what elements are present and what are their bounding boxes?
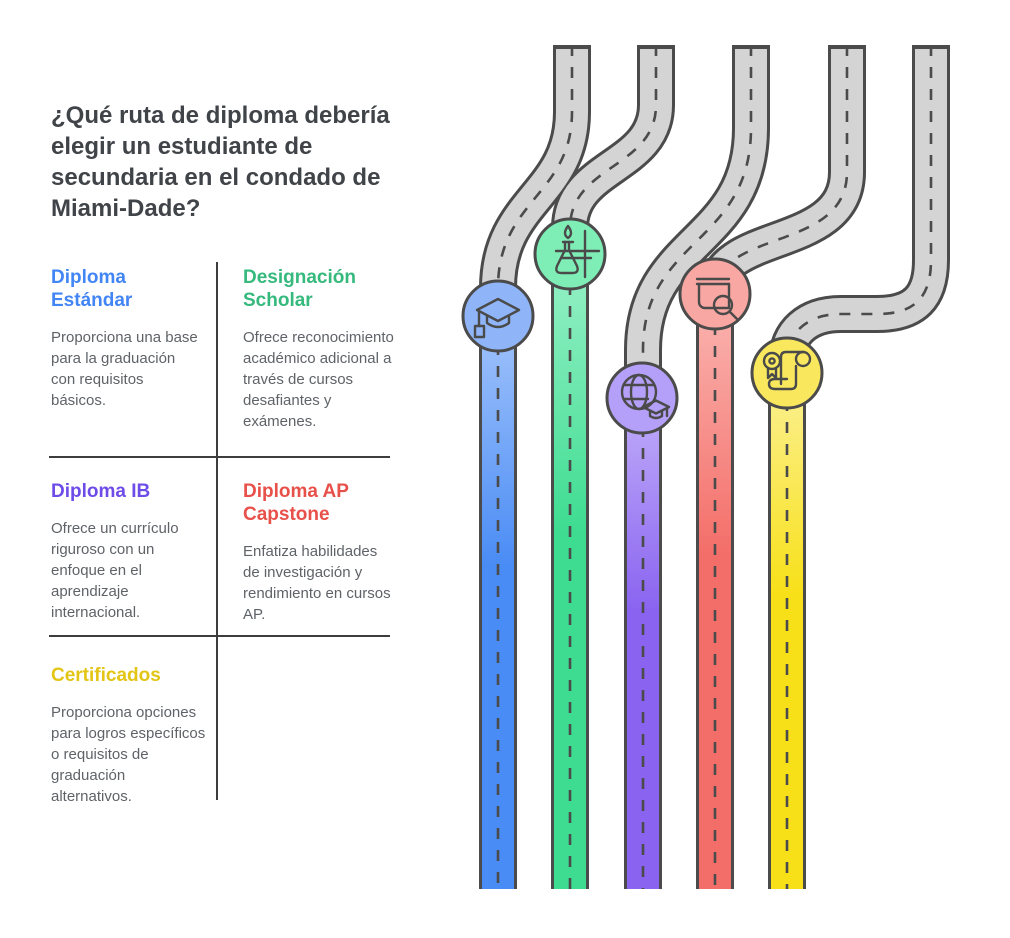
section-heading: Diploma AP Capstone bbox=[243, 481, 349, 525]
vertical-divider bbox=[216, 262, 218, 800]
page-title: ¿Qué ruta de diploma debería elegir un e… bbox=[51, 102, 390, 222]
section-heading: Certificados bbox=[51, 665, 161, 686]
section-description: Proporciona opciones para logros específ… bbox=[51, 704, 206, 805]
route-badges bbox=[461, 217, 824, 435]
badge-certificados bbox=[750, 336, 824, 410]
badge-diploma-estandar bbox=[461, 279, 535, 353]
horizontal-divider-2 bbox=[49, 635, 390, 637]
section-diploma-estandar: Diploma Estándar Proporciona una base pa… bbox=[51, 266, 201, 411]
section-diploma-ap-capstone: Diploma AP Capstone Enfatiza habilidades… bbox=[243, 480, 396, 625]
section-heading: Diploma Estándar bbox=[51, 267, 133, 311]
horizontal-divider-1 bbox=[49, 456, 390, 458]
section-diploma-ib: Diploma IB Ofrece un currículo riguroso … bbox=[51, 480, 196, 623]
globe-graduation-icon bbox=[620, 373, 671, 420]
section-designacion-scholar: Designación Scholar Ofrece reconocimient… bbox=[243, 266, 396, 432]
diploma-scroll-icon bbox=[762, 350, 812, 391]
section-certificados: Certificados Proporciona opciones para l… bbox=[51, 664, 208, 807]
section-heading: Diploma IB bbox=[51, 481, 151, 502]
badge-icons bbox=[473, 224, 812, 420]
chemistry-lab-icon bbox=[554, 224, 601, 279]
section-description: Ofrece un currículo riguroso con un enfo… bbox=[51, 520, 179, 621]
section-heading: Designación Scholar bbox=[243, 267, 356, 311]
graduation-cap-icon bbox=[473, 297, 521, 339]
book-search-icon bbox=[695, 277, 740, 322]
badge-diploma-ap-capstone bbox=[678, 257, 752, 331]
section-description: Enfatiza habilidades de investigación y … bbox=[243, 543, 391, 623]
section-description: Ofrece reconocimiento académico adiciona… bbox=[243, 329, 394, 430]
section-description: Proporciona una base para la graduación … bbox=[51, 329, 198, 409]
